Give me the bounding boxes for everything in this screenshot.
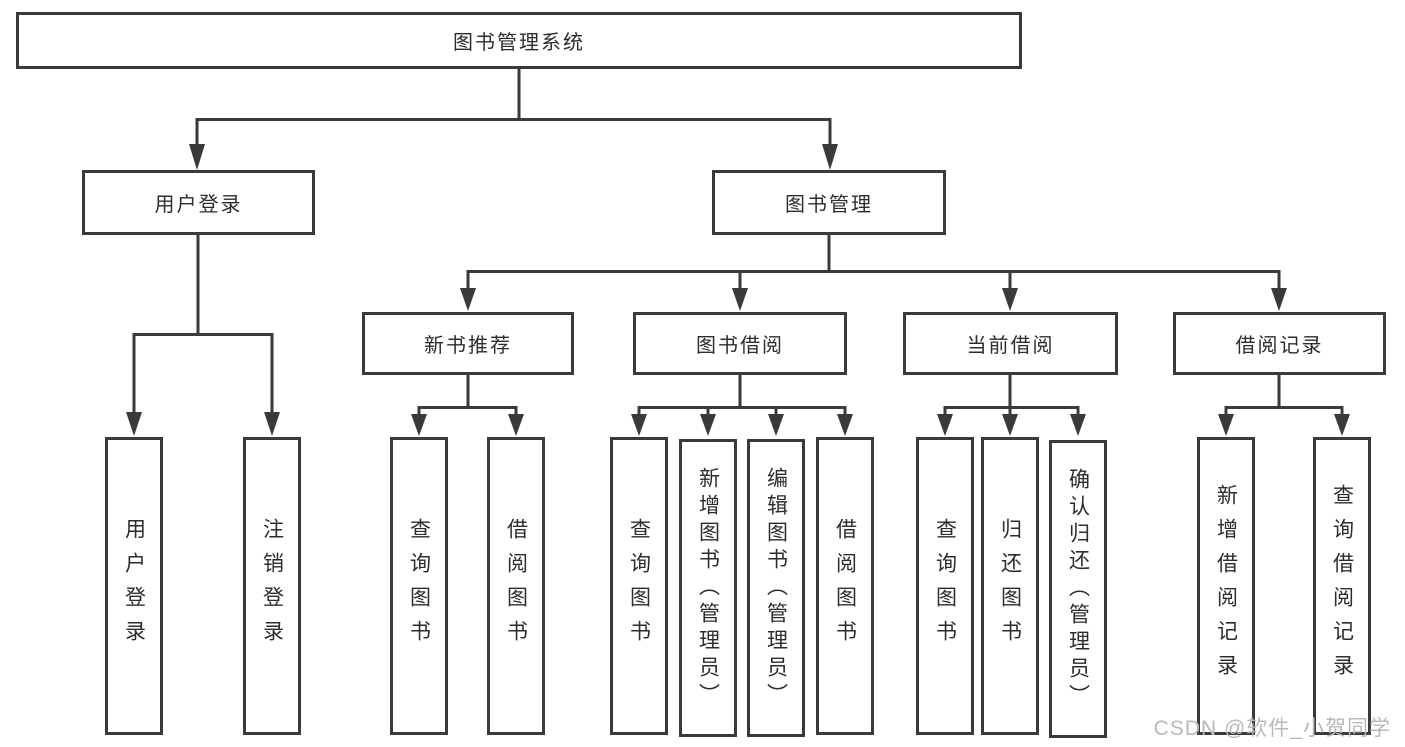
leaf-label: 查询图书 <box>627 518 651 654</box>
leaf-edit-books-admin: 编辑图书（管理员） <box>747 439 805 737</box>
node-book-management: 图书管理 <box>712 170 946 235</box>
leaf-return-books: 归还图书 <box>981 437 1039 735</box>
leaf-query-books: 查询图书 <box>610 437 668 735</box>
node-label: 图书管理 <box>785 194 873 216</box>
node-label: 借阅记录 <box>1235 335 1324 357</box>
leaf-logout: 注销登录 <box>243 437 301 735</box>
node-book-borrow: 图书借阅 <box>633 312 847 375</box>
leaf-label: 查询借阅记录 <box>1330 484 1354 688</box>
leaf-confirm-return-admin: 确认归还（管理员） <box>1049 440 1107 738</box>
csdn-watermark: CSDN @软件_小贺同学 <box>1153 717 1391 740</box>
node-label: 用户登录 <box>154 194 243 216</box>
node-label: 新书推荐 <box>424 335 512 357</box>
leaf-label: 新增借阅记录 <box>1214 484 1238 688</box>
node-user-login: 用户登录 <box>82 170 315 235</box>
leaf-label: 借阅图书 <box>833 518 857 654</box>
leaf-add-borrow-record: 新增借阅记录 <box>1197 437 1255 735</box>
node-new-book-recommend: 新书推荐 <box>362 312 574 375</box>
leaf-user-login: 用户登录 <box>105 437 163 735</box>
leaf-label: 用户登录 <box>122 518 146 654</box>
leaf-add-books-admin: 新增图书（管理员） <box>679 439 737 737</box>
node-label: 图书管理系统 <box>453 32 585 54</box>
node-borrow-record: 借阅记录 <box>1173 312 1386 375</box>
leaf-borrow-books: 借阅图书 <box>816 437 874 735</box>
leaf-borrow-books: 借阅图书 <box>487 437 545 735</box>
node-label: 图书借阅 <box>696 335 784 357</box>
leaf-label: 查询图书 <box>407 518 431 654</box>
leaf-label: 确认归还（管理员） <box>1066 467 1090 711</box>
leaf-query-books: 查询图书 <box>916 437 974 735</box>
leaf-label: 注销登录 <box>260 518 284 654</box>
leaf-query-borrow-record: 查询借阅记录 <box>1313 437 1371 735</box>
leaf-query-books: 查询图书 <box>390 437 448 735</box>
leaf-label: 归还图书 <box>998 518 1022 654</box>
leaf-label: 编辑图书（管理员） <box>764 466 788 710</box>
leaf-label: 借阅图书 <box>504 518 528 654</box>
node-library-management-system: 图书管理系统 <box>16 12 1022 69</box>
leaf-label: 新增图书（管理员） <box>696 466 720 710</box>
node-current-borrow: 当前借阅 <box>903 312 1118 375</box>
leaf-label: 查询图书 <box>933 518 957 654</box>
node-label: 当前借阅 <box>966 335 1055 357</box>
